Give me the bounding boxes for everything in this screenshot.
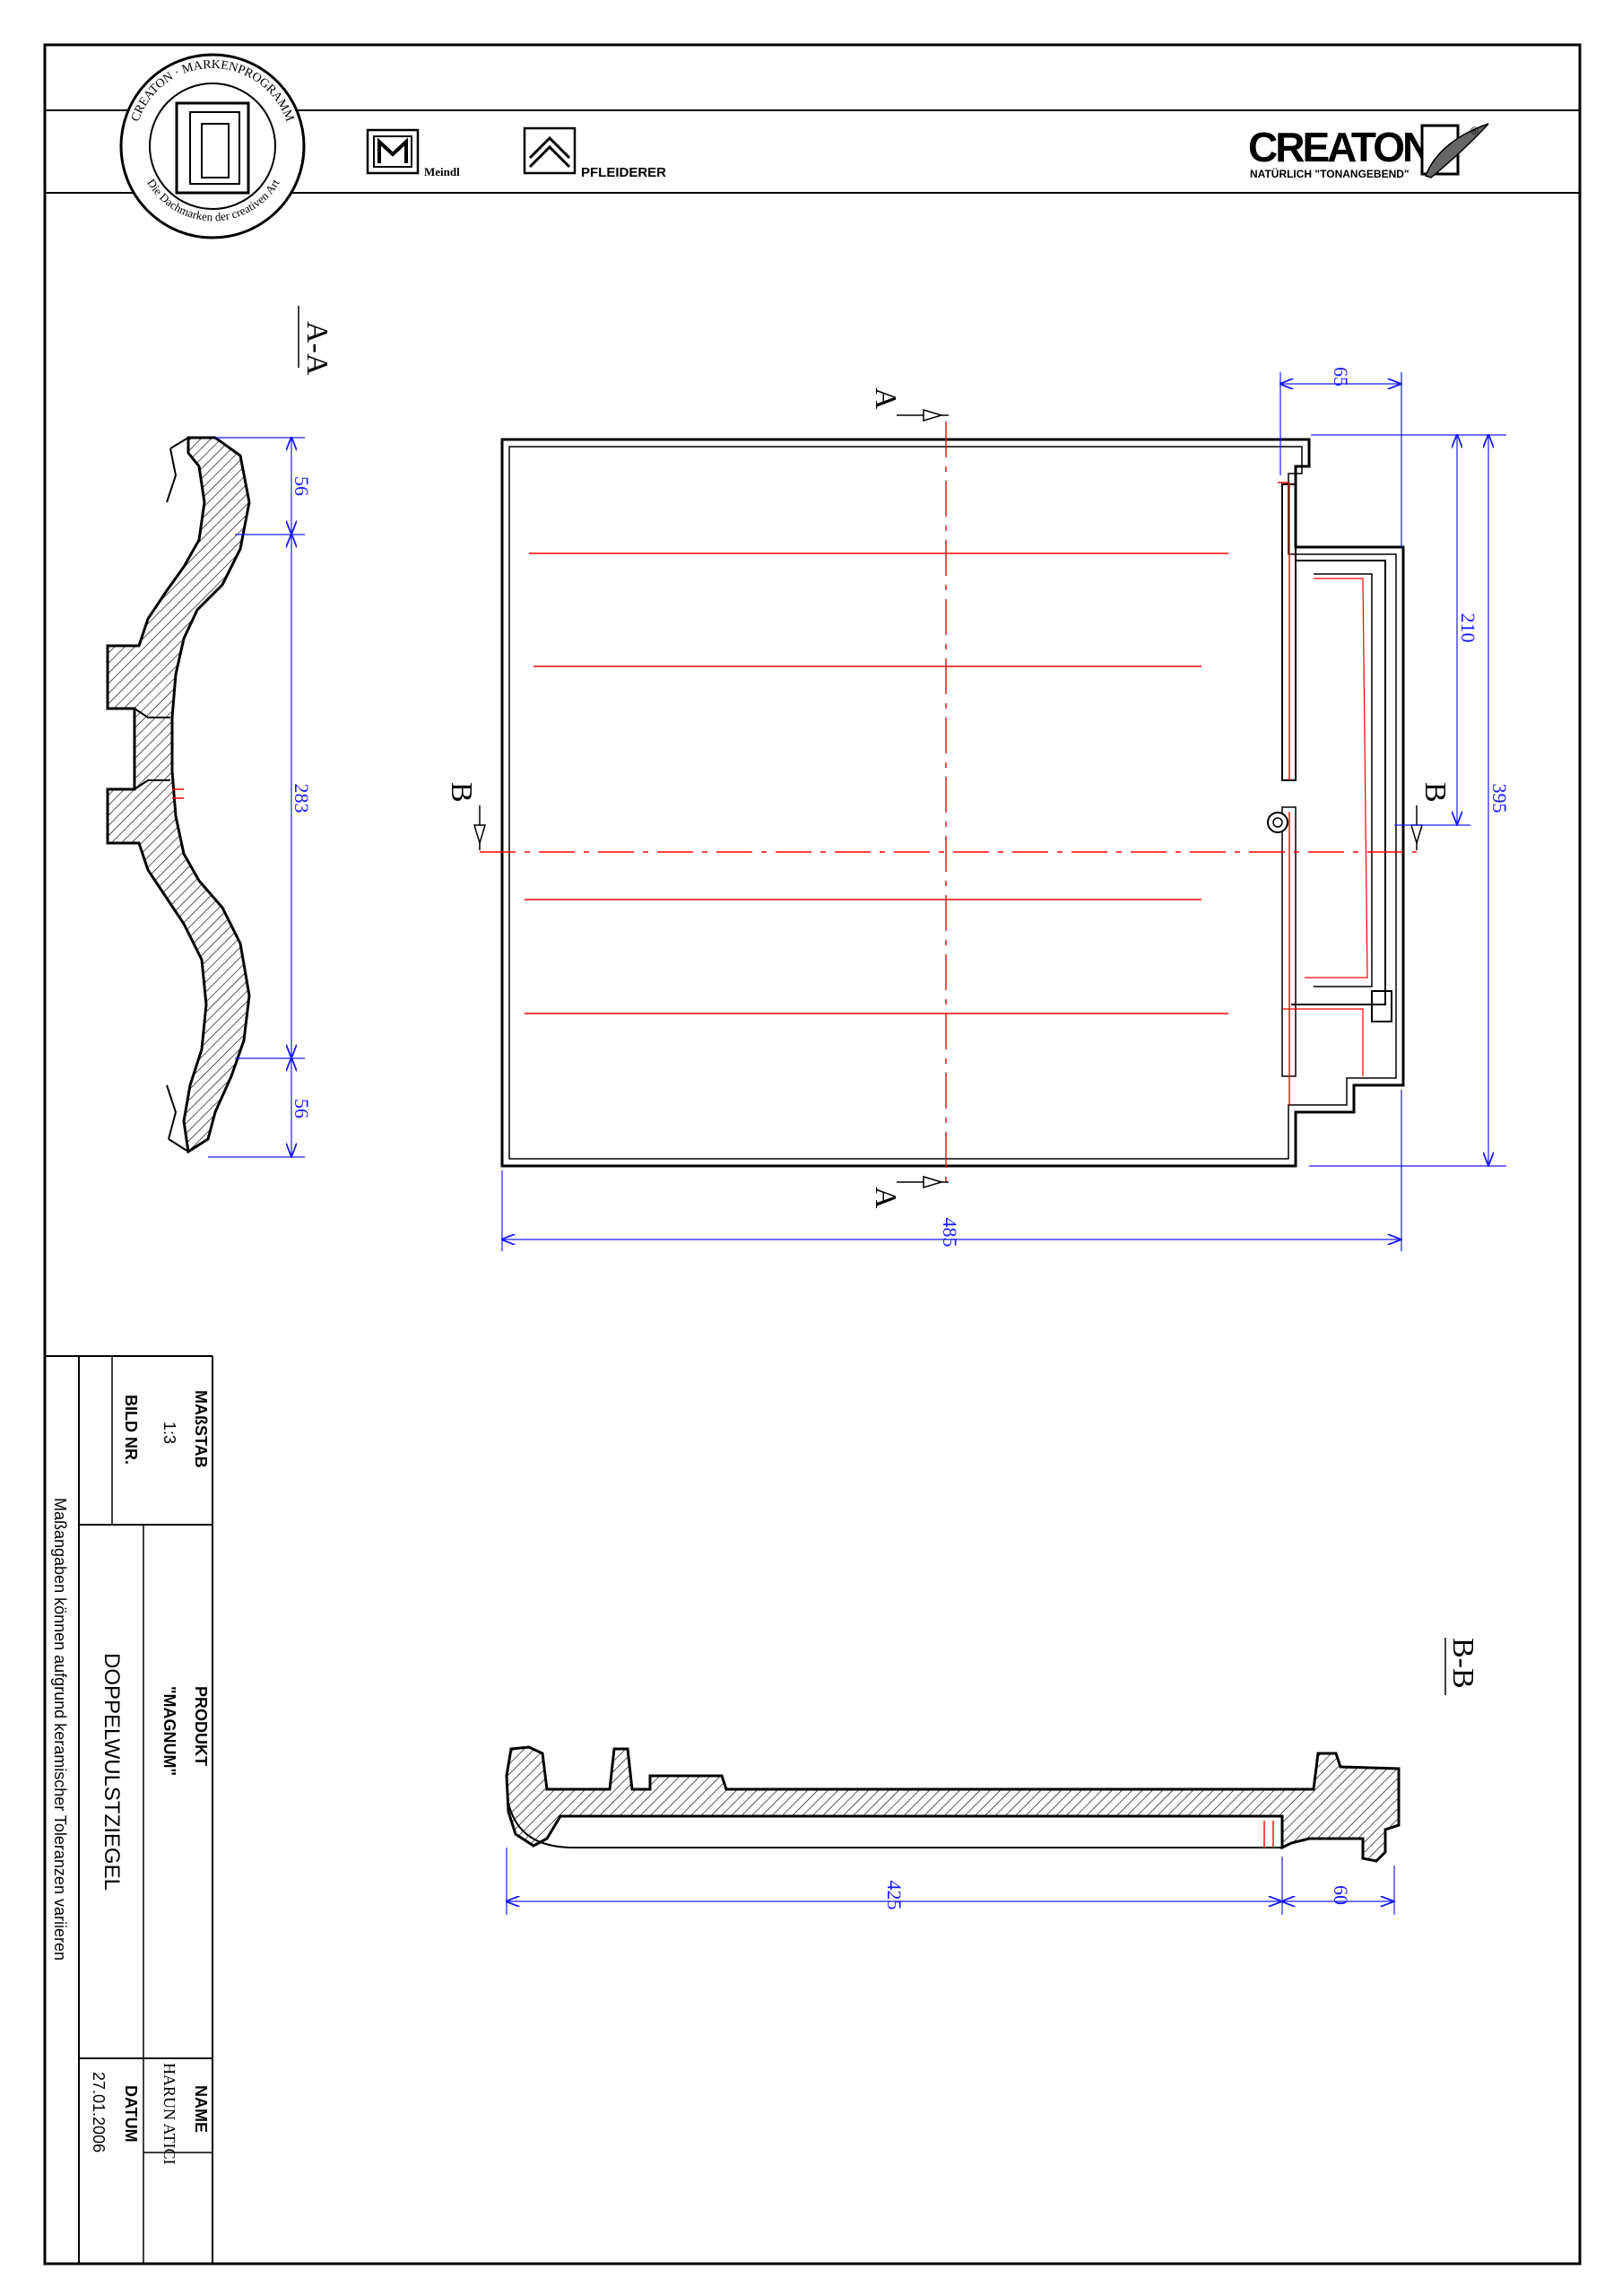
creaton-logo: CREATON NATÜRLICH "TONANGEBEND" ® [1248, 123, 1489, 180]
creaton-wordmark: CREATON [1248, 124, 1430, 170]
creaton-tagline: NATÜRLICH "TONANGEBEND" [1250, 167, 1409, 180]
creaton-seal: CREATON · MARKENPROGRAMM Die Dachmarken … [119, 53, 306, 239]
dim-aa-bottom: 56 [291, 1099, 313, 1118]
pfleiderer-logo: PFLEIDERER [523, 126, 666, 180]
dim-bb-60: 60 [1330, 1885, 1352, 1905]
section-bb-label: B-B [1446, 1638, 1479, 1689]
tb-description: DOPPELWULSTZIEGEL [100, 1653, 124, 1891]
dim-plan-485: 485 [939, 1218, 961, 1248]
dim-aa-top: 56 [291, 476, 313, 496]
tb-date-value: 27.01.2006 [90, 2072, 108, 2152]
dim-bb-425: 425 [883, 1881, 906, 1910]
tb-image-no-label: BILD NR. [122, 1395, 140, 1465]
feather-icon [1425, 123, 1489, 178]
tb-product-value: "MAGNUM" [160, 1686, 178, 1776]
profile-bb [505, 1745, 1401, 1863]
tb-name-label: NAME [192, 2085, 210, 2133]
tb-product-label: PRODUKT [192, 1686, 210, 1766]
pfleiderer-label: PFLEIDERER [581, 165, 666, 180]
dimensions-aa: 56 283 56 [208, 438, 313, 1157]
dimensions-plan: 65 210 395 485 [502, 367, 1511, 1251]
registered-mark: ® [1470, 125, 1479, 137]
tb-tolerance-note: Maßangaben können aufgrund keramischer T… [51, 1498, 69, 1961]
section-aa-label: A-A [300, 321, 334, 376]
drawing-frame [43, 43, 1582, 2266]
cut-a-bottom-label: A [869, 1187, 902, 1209]
cut-a-top-label: A [869, 387, 902, 410]
tile-plan-view [500, 438, 1405, 1168]
tb-scale-value: 1:3 [160, 1422, 178, 1444]
meindl-logo: Meindl [366, 128, 460, 178]
tb-scale-label: MAßSTAB [192, 1390, 210, 1468]
meindl-label: Meindl [424, 165, 460, 178]
plan-center-lines [480, 422, 1417, 1184]
dimensions-bb: 425 60 [507, 1848, 1394, 1915]
dim-plan-395: 395 [1488, 784, 1511, 813]
tb-name-value: HARUN ATICI [160, 2063, 178, 2165]
dim-plan-210: 210 [1457, 613, 1479, 643]
dim-aa-mid: 283 [291, 784, 313, 813]
tb-date-label: DATUM [122, 2085, 140, 2143]
cut-b-right-label: B [1418, 782, 1452, 803]
cut-b-left-label: B [445, 782, 478, 803]
title-block: MAßSTAB 1:3 BILD NR. PRODUKT "MAGNUM" DO… [45, 1355, 213, 2264]
cut-markers: A A B B [445, 387, 1452, 1209]
dim-plan-65: 65 [1330, 367, 1352, 387]
profile-aa [106, 436, 251, 1154]
